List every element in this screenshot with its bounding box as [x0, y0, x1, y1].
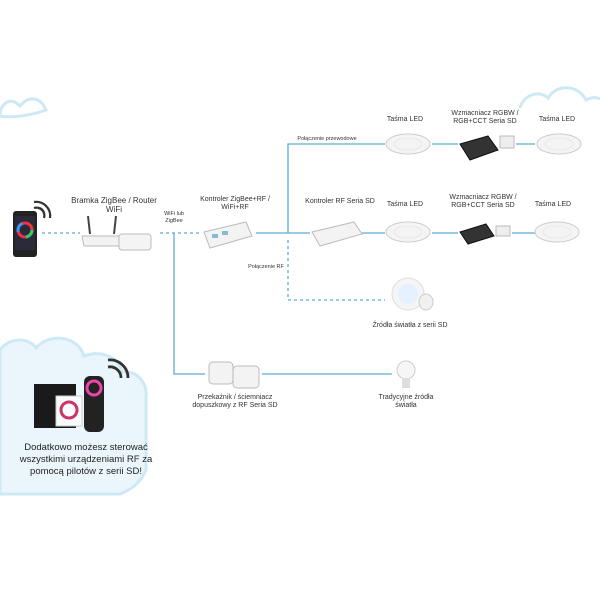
smartphone-icon [13, 211, 37, 257]
light-sources-sd-label: Źródła światła z serii SD [372, 322, 448, 329]
bulb-icon [396, 360, 416, 388]
controller-icon [203, 221, 253, 249]
bulb-icon [391, 277, 434, 311]
amplifier-2-label: Wzmacniacz RGBW / RGB+CCT Seria SD [449, 194, 517, 209]
relay-icon [208, 361, 260, 389]
router-icon [81, 215, 123, 247]
led-strip-4-label: Taśma LED [534, 201, 572, 208]
wired-connection-label: Połączenie przewodowe [297, 136, 357, 142]
amplifier-1-label: Wzmacniacz RGBW / RGB+CCT Seria SD [451, 110, 519, 125]
line-rf-bulbs [287, 240, 385, 301]
gateway-label: Bramka ZigBee / Router WiFi [71, 196, 157, 214]
wifi-signal-icon [107, 358, 130, 379]
remote-icon [84, 376, 104, 432]
controller-main-label: Kontroler ZigBee+RF / WiFi+RF [200, 196, 270, 211]
controller-rf-label: Kontroler RF Seria SD [305, 198, 375, 205]
led-strip-icon [385, 221, 431, 243]
led-strip-3-label: Taśma LED [386, 201, 424, 208]
relay-dimmer-label: Przekaźnik / ściemniacz dopuszkowy z RF … [192, 394, 278, 409]
wifi-zigbee-label: WiFi lub ZigBee [164, 211, 184, 224]
led-strip-2-label: Taśma LED [538, 116, 576, 123]
cloud-top-right [518, 86, 600, 109]
traditional-sources-label: Tradycyjne źródła światła [378, 394, 434, 409]
amplifier-icon [459, 135, 515, 161]
led-strip-icon [385, 133, 431, 155]
wifi-signal-icon [33, 200, 52, 219]
bottom-note: Dodatkowo możesz sterować wszystkimi urz… [19, 442, 153, 477]
line-relay-branch [173, 233, 205, 375]
led-strip-icon [536, 133, 582, 155]
amplifier-icon [459, 223, 511, 245]
line-wired-up [287, 143, 385, 233]
rf-connection-label: Połączenie RF [248, 264, 284, 270]
led-strip-1-label: Taśma LED [386, 116, 424, 123]
zigbee-gateway-icon [118, 233, 152, 251]
wall-panel-icon [34, 384, 83, 428]
led-strip-icon [534, 221, 580, 243]
controller-icon [311, 221, 363, 247]
cloud-top-left [0, 97, 48, 119]
